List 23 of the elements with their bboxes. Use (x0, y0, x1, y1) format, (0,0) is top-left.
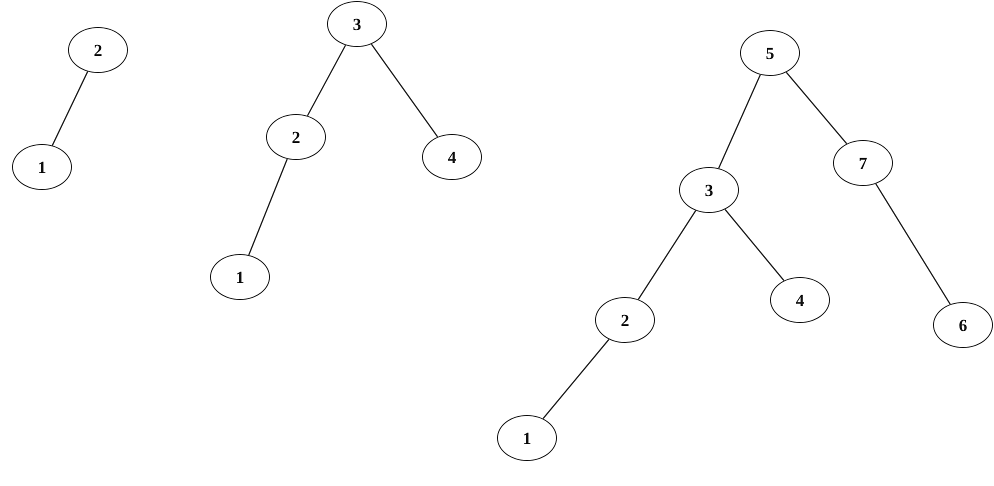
node-number: 1 (522, 430, 532, 446)
node-number: 1 (38, 158, 46, 176)
node-number: 3 (352, 16, 362, 32)
tree-edge (248, 158, 288, 256)
node-number: 4 (796, 292, 804, 308)
tree-edge (306, 44, 346, 116)
tree-edge (52, 71, 88, 146)
node-number: 2 (292, 128, 300, 146)
tree-edge (542, 338, 610, 420)
node-number: 2 (94, 42, 102, 58)
tree-edge (786, 72, 848, 144)
node-number: 1 (236, 268, 244, 286)
tree-edge (724, 209, 784, 281)
node-number: 4 (448, 148, 456, 166)
node-number: 3 (704, 182, 714, 198)
node-number: 7 (858, 154, 868, 172)
node-number: 6 (958, 316, 968, 334)
tree-edge (638, 210, 696, 300)
node-number: 2 (620, 312, 630, 328)
tree-edge (370, 44, 438, 138)
tree-edge (875, 183, 951, 305)
tree-edge (718, 74, 761, 168)
node-number: 5 (766, 44, 774, 62)
